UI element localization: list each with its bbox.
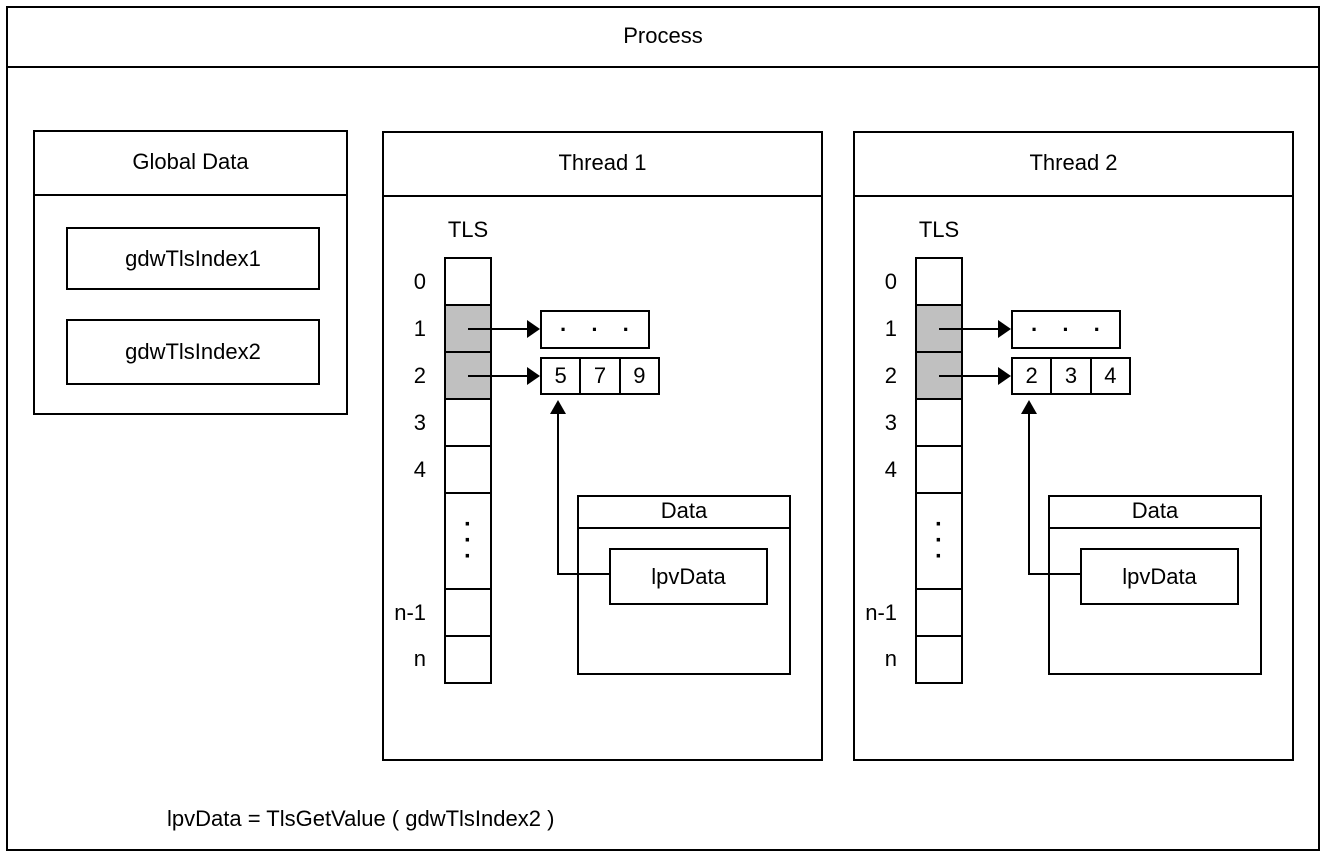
gdw-tls-index2-box: gdwTlsIndex2 <box>66 319 320 385</box>
slot-index-label: 1 <box>413 316 426 341</box>
lpv-arrow-vertical-line <box>1028 414 1030 575</box>
lpv-arrow-horizontal-line <box>1028 573 1080 575</box>
value-array-box: 5 7 9 <box>540 357 660 395</box>
slot-index-label: 0 <box>413 269 426 294</box>
value-cell: 3 <box>1052 359 1092 393</box>
slot1-arrowhead-icon <box>527 320 540 338</box>
lpv-arrow-horizontal-line <box>557 573 609 575</box>
slot-index-label: 3 <box>884 410 897 435</box>
tls-slot-ellipsis: ··· <box>917 494 961 590</box>
slot-index-label: n-1 <box>394 600 426 625</box>
value-cell: 7 <box>581 359 621 393</box>
tls-column-label: TLS <box>918 217 960 242</box>
slot-index-label: 3 <box>413 410 426 435</box>
tls-slot-3 <box>917 400 961 447</box>
slot2-arrow-line <box>468 375 528 377</box>
tls-slot-4 <box>446 447 490 494</box>
tls-slot-3 <box>446 400 490 447</box>
lpv-arrow-vertical-line <box>557 414 559 575</box>
slot2-arrowhead-icon <box>998 367 1011 385</box>
slot-index-label: n-1 <box>865 600 897 625</box>
data-box-title: Data <box>579 497 789 529</box>
pointer-target-ellipsis-box: ··· <box>1011 310 1121 349</box>
lpv-arrowhead-icon <box>550 400 566 414</box>
global-data-box: Global Data gdwTlsIndex1 gdwTlsIndex2 <box>33 130 348 415</box>
tls-slot-column: ··· <box>444 257 492 684</box>
tls-slot-ellipsis: ··· <box>446 494 490 590</box>
thread-2-title: Thread 2 <box>855 133 1292 197</box>
tls-slot-column: ··· <box>915 257 963 684</box>
tls-getvalue-caption: lpvData = TlsGetValue ( gdwTlsIndex2 ) <box>167 806 555 831</box>
process-title: Process <box>8 8 1318 68</box>
data-box-title: Data <box>1050 497 1260 529</box>
tls-slot-n-1 <box>917 590 961 637</box>
slot2-arrow-line <box>939 375 999 377</box>
tls-slot-n-1 <box>446 590 490 637</box>
thread-1-title: Thread 1 <box>384 133 821 197</box>
tls-slot-n <box>446 637 490 680</box>
tls-slot-n <box>917 637 961 680</box>
thread-2-box: Thread 2 TLS ··· 0 1 2 3 4 n-1 n ··· <box>853 131 1294 761</box>
value-cell: 4 <box>1104 363 1117 388</box>
lpv-data-box: lpvData <box>1080 548 1239 605</box>
thread-1-box: Thread 1 TLS ··· 0 1 2 3 4 n-1 n ··· <box>382 131 823 761</box>
lpv-arrowhead-icon <box>1021 400 1037 414</box>
value-array-box: 2 3 4 <box>1011 357 1131 395</box>
vertical-ellipsis: ··· <box>935 511 943 570</box>
tls-column-label: TLS <box>447 217 489 242</box>
value-cell: 2 <box>1013 359 1053 393</box>
tls-slot-0 <box>917 259 961 306</box>
slot-index-label: n <box>413 646 426 671</box>
slot-index-label: 2 <box>884 363 897 388</box>
slot1-arrow-line <box>468 328 528 330</box>
tls-slot-4 <box>917 447 961 494</box>
vertical-ellipsis: ··· <box>464 511 472 570</box>
gdw-tls-index1-box: gdwTlsIndex1 <box>66 227 320 290</box>
slot-index-label: n <box>884 646 897 671</box>
value-cell: 5 <box>542 359 582 393</box>
global-data-title: Global Data <box>35 132 346 196</box>
slot2-arrowhead-icon <box>527 367 540 385</box>
slot-index-label: 1 <box>884 316 897 341</box>
slot-index-label: 2 <box>413 363 426 388</box>
pointer-target-ellipsis-box: ··· <box>540 310 650 349</box>
slot1-arrowhead-icon <box>998 320 1011 338</box>
slot-index-label: 4 <box>884 457 897 482</box>
value-cell: 9 <box>633 363 646 388</box>
tls-slot-0 <box>446 259 490 306</box>
slot-index-label: 4 <box>413 457 426 482</box>
lpv-data-box: lpvData <box>609 548 768 605</box>
slot-index-label: 0 <box>884 269 897 294</box>
slot1-arrow-line <box>939 328 999 330</box>
